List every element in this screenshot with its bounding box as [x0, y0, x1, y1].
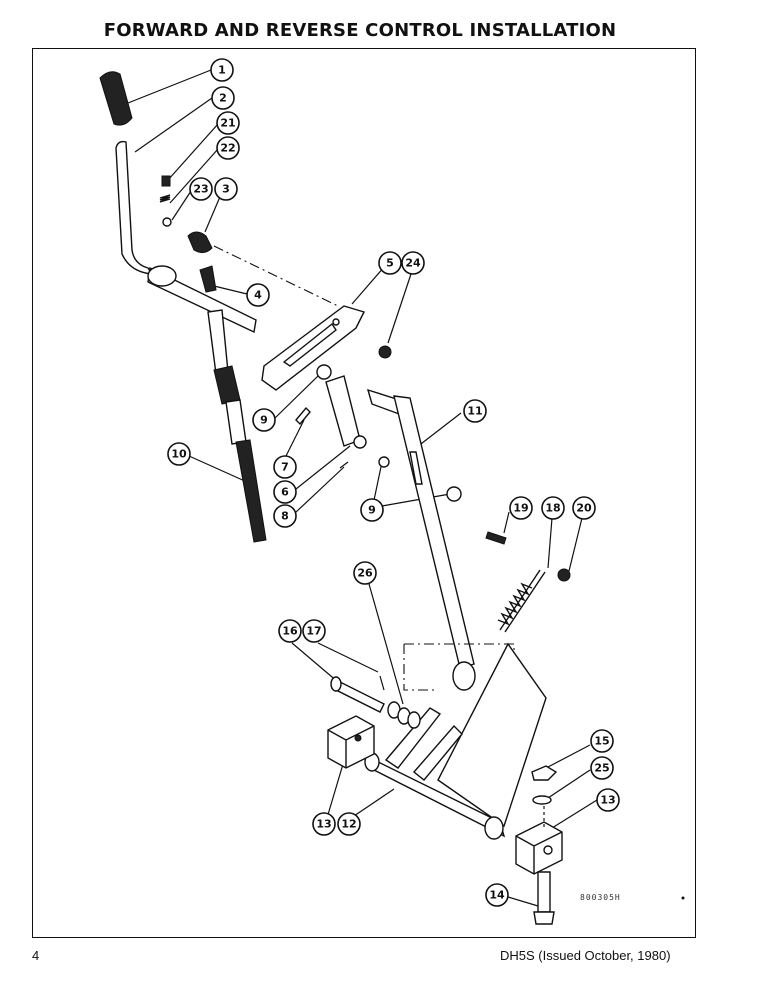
hand-grip-part: [99, 71, 133, 126]
svg-text:5: 5: [386, 257, 394, 270]
callout-25: 25: [590, 756, 614, 780]
svg-text:11: 11: [467, 405, 482, 418]
callout-16: 16: [278, 619, 302, 643]
svg-text:13: 13: [316, 818, 331, 831]
document-reference: DH5S (Issued October, 1980): [500, 948, 671, 963]
svg-text:9: 9: [368, 504, 376, 517]
svg-text:4: 4: [254, 289, 262, 302]
page-number: 4: [32, 948, 40, 963]
spring-assembly-part: [485, 531, 571, 633]
small-parts-21-22-23: [159, 175, 172, 227]
callout-4: 4: [246, 283, 270, 307]
callout-2: 2: [211, 86, 235, 110]
svg-text:26: 26: [357, 567, 373, 580]
callout-3: 3: [214, 177, 238, 201]
pivot-block-right-part: [515, 821, 563, 875]
selector-plate-part: [261, 305, 392, 391]
control-cable-part: [207, 309, 267, 543]
svg-text:8: 8: [281, 510, 289, 523]
svg-text:17: 17: [306, 625, 321, 638]
callout-5: 5: [378, 251, 402, 275]
pivot-block-left-part: [327, 715, 375, 769]
callout-15: 15: [590, 729, 614, 753]
svg-text:25: 25: [594, 762, 609, 775]
leader-lines: [127, 69, 598, 907]
callout-21: 21: [216, 111, 240, 135]
control-lever-part: [115, 140, 257, 334]
callout-9-lower: 9: [360, 498, 384, 522]
svg-text:3: 3: [222, 183, 230, 196]
callout-24: 24: [401, 251, 425, 275]
pivot-pin-parts: [330, 675, 421, 729]
shift-rod-part: [366, 388, 476, 691]
callout-14: 14: [485, 883, 509, 907]
fastener-parts-15-25-14: [531, 765, 558, 925]
diagram-frame: [32, 48, 696, 938]
callout-12: 12: [337, 812, 361, 836]
svg-text:19: 19: [513, 502, 528, 515]
callout-6: 6: [273, 480, 297, 504]
svg-text:7: 7: [281, 461, 289, 474]
svg-text:16: 16: [282, 625, 298, 638]
svg-text:12: 12: [341, 818, 356, 831]
speck-dot: [681, 896, 685, 900]
svg-text:1: 1: [218, 64, 226, 77]
callout-13-left: 13: [312, 812, 336, 836]
callout-26: 26: [353, 561, 377, 585]
drawing-code: 800305H: [580, 893, 621, 902]
svg-text:20: 20: [576, 502, 592, 515]
link-bracket-part: [295, 364, 462, 502]
cable-fitting-part: [199, 265, 217, 293]
svg-text:22: 22: [220, 142, 235, 155]
callout-13-right: 13: [596, 788, 620, 812]
svg-text:13: 13: [600, 794, 615, 807]
callout-8: 8: [273, 504, 297, 528]
callout-22: 22: [216, 136, 240, 160]
page-title: FORWARD AND REVERSE CONTROL INSTALLATION: [103, 20, 617, 41]
svg-text:21: 21: [220, 117, 235, 130]
svg-text:6: 6: [281, 486, 289, 499]
callout-18: 18: [541, 496, 565, 520]
svg-text:2: 2: [219, 92, 227, 105]
pivot-fitting-part: [187, 231, 339, 307]
svg-text:9: 9: [260, 414, 268, 427]
callout-17: 17: [302, 619, 326, 643]
callout-11: 11: [463, 399, 487, 423]
callout-9-upper: 9: [252, 408, 276, 432]
svg-text:14: 14: [489, 889, 505, 902]
svg-text:10: 10: [171, 448, 187, 461]
callout-23: 23: [189, 177, 213, 201]
svg-text:15: 15: [594, 735, 609, 748]
callout-19: 19: [509, 496, 533, 520]
callout-7: 7: [273, 455, 297, 479]
callout-1: 1: [210, 58, 234, 82]
callout-10: 10: [167, 442, 191, 466]
svg-text:23: 23: [193, 183, 208, 196]
callout-20: 20: [572, 496, 596, 520]
svg-text:24: 24: [405, 257, 421, 270]
lower-bracket-part: [364, 642, 547, 840]
svg-text:18: 18: [545, 502, 560, 515]
